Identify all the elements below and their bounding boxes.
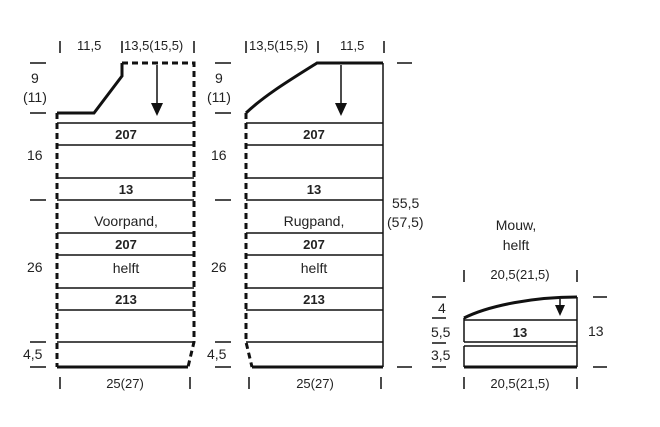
- front-band-207: 207: [115, 127, 137, 142]
- front-bottom-label: 25(27): [106, 376, 144, 391]
- sleeve-bottom-label: 20,5(21,5): [490, 376, 549, 391]
- sleeve-left-4: 4: [438, 300, 446, 316]
- back-piece: 13,5(15,5) 11,5 9 (11) 16 26 4,5 55,5 (5…: [207, 38, 424, 391]
- back-title-1: Rugpand,: [284, 213, 345, 229]
- front-direction-arrow: [151, 65, 163, 116]
- back-band-207: 207: [303, 127, 325, 142]
- front-piece: 11,5 13,5(15,5) 9 (11) 16 26 4,5 207 13 …: [23, 38, 196, 391]
- sleeve-left-5-5: 5,5: [431, 324, 451, 340]
- front-title-1: Voorpand,: [94, 213, 158, 229]
- front-dashed-outline: [122, 61, 196, 368]
- sleeve-title-2: helft: [503, 237, 530, 253]
- sleeve-direction-arrow: [555, 299, 565, 316]
- back-band-13: 13: [307, 182, 321, 197]
- back-left-11: (11): [207, 89, 231, 105]
- sleeve-top-curve: [463, 295, 578, 320]
- back-bottom-label: 25(27): [296, 376, 334, 391]
- front-left-26: 26: [27, 259, 43, 275]
- front-top-left-label: 11,5: [77, 38, 101, 53]
- front-left-9: 9: [31, 70, 39, 86]
- front-band-13: 13: [119, 182, 133, 197]
- back-right-55-5: 55,5: [392, 195, 419, 211]
- front-top-right-label: 13,5(15,5): [124, 38, 183, 53]
- front-title-2: helft: [113, 260, 140, 276]
- back-top-left-label: 13,5(15,5): [249, 38, 308, 53]
- back-band-207-b: 207: [303, 237, 325, 252]
- back-left-4-5: 4,5: [207, 346, 227, 362]
- sleeve-left-3-5: 3,5: [431, 347, 451, 363]
- sleeve-title-1: Mouw,: [496, 217, 536, 233]
- front-left-16: 16: [27, 147, 43, 163]
- back-left-26: 26: [211, 259, 227, 275]
- back-band-213: 213: [303, 292, 325, 307]
- back-title-2: helft: [301, 260, 328, 276]
- back-direction-arrow: [335, 65, 347, 116]
- sleeve-right-13: 13: [588, 323, 604, 339]
- back-dashed-outline: [244, 113, 254, 368]
- front-band-207-b: 207: [115, 237, 137, 252]
- front-left-11: (11): [23, 89, 47, 105]
- back-neckline-outline: [244, 61, 383, 115]
- back-top-right-label: 11,5: [340, 38, 364, 53]
- front-shoulder-outline: [57, 63, 124, 115]
- sleeve-piece: Mouw, helft 20,5(21,5) 4 5,5 3,5 13 13: [431, 217, 607, 391]
- back-left-9: 9: [215, 70, 223, 86]
- back-left-16: 16: [211, 147, 227, 163]
- front-band-213: 213: [115, 292, 137, 307]
- sleeve-band-13: 13: [513, 325, 527, 340]
- back-right-57-5: (57,5): [387, 214, 424, 230]
- front-left-4-5: 4,5: [23, 346, 43, 362]
- sleeve-top-label: 20,5(21,5): [490, 267, 549, 282]
